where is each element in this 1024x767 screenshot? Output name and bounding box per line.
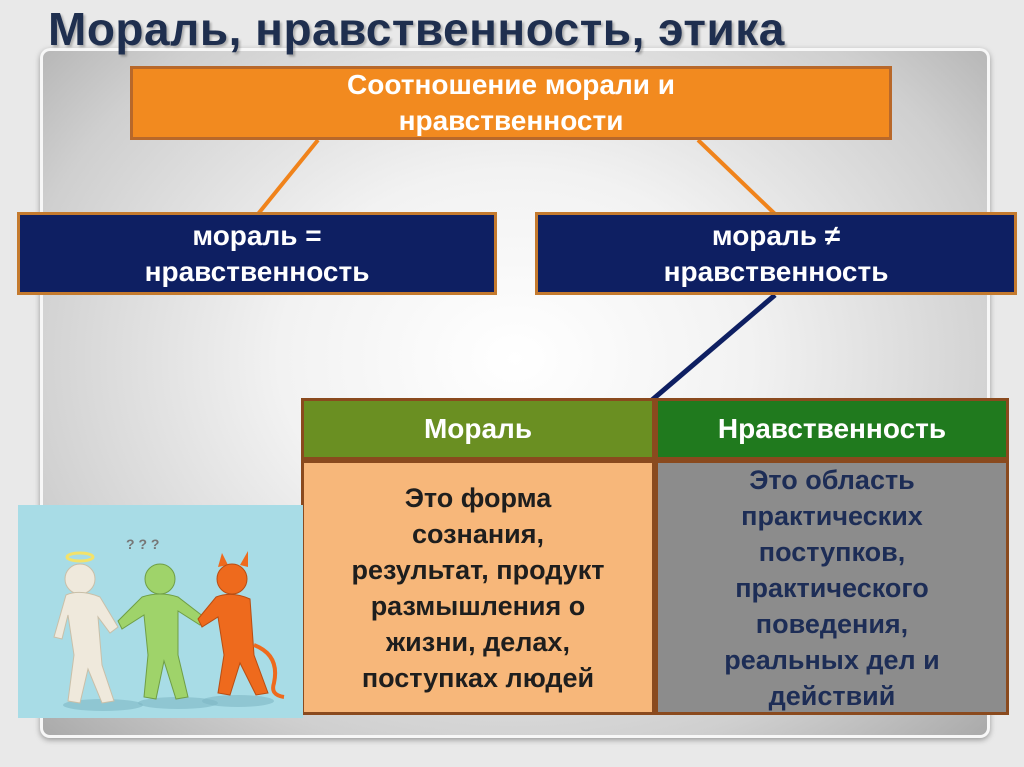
- moral-text-line: результат, продукт: [351, 554, 605, 585]
- figures-illustration: ? ? ?: [18, 505, 303, 718]
- nrav-text-line: практических: [741, 500, 923, 531]
- devil-figure-icon: [197, 551, 285, 699]
- nrav-text-line: Это область: [749, 464, 915, 495]
- question-marks: ? ? ?: [126, 536, 159, 552]
- nrav-text-line: практического: [735, 572, 929, 603]
- moral-text-line: размышления о: [370, 590, 586, 621]
- relation-box-line1: Соотношение морали и: [347, 69, 675, 100]
- nrav-text-line: поступков,: [758, 536, 906, 567]
- connector-top-left: [256, 138, 320, 216]
- table-header-moral: Мораль: [301, 398, 655, 460]
- equal-box: мораль = нравственность: [17, 212, 497, 295]
- not-equal-box-line1: мораль ≠: [711, 219, 841, 251]
- page-title: Мораль, нравственность, этика: [48, 3, 785, 55]
- moral-text-line: жизни, делах,: [386, 626, 570, 657]
- not-equal-box: мораль ≠ нравственность: [535, 212, 1017, 295]
- moral-text-line: поступках людей: [361, 662, 595, 693]
- moral-text-line: сознания,: [411, 518, 545, 549]
- equal-box-line1: мораль =: [192, 219, 322, 251]
- not-equal-box-line2: нравственность: [663, 255, 889, 287]
- nrav-text-line: поведения,: [755, 608, 909, 639]
- angel-figure-icon: [53, 551, 119, 704]
- equal-box-line2: нравственность: [144, 255, 370, 287]
- table-header-nrav: Нравственность: [655, 398, 1009, 460]
- nrav-text-line: действий: [768, 680, 896, 711]
- table-cell-nrav: Это область практических поступков, прак…: [655, 460, 1009, 715]
- table-cell-moral: Это форма сознания, результат, продукт р…: [301, 460, 655, 715]
- connector-right-to-table: [650, 293, 777, 402]
- nrav-text-line: реальных дел и: [724, 644, 940, 675]
- moral-text-line: Это форма: [404, 482, 552, 513]
- relation-box: Соотношение морали и нравственности: [130, 66, 892, 140]
- connector-top-right: [696, 138, 777, 216]
- relation-box-line2: нравственности: [398, 105, 624, 136]
- green-figure-icon: [117, 563, 205, 700]
